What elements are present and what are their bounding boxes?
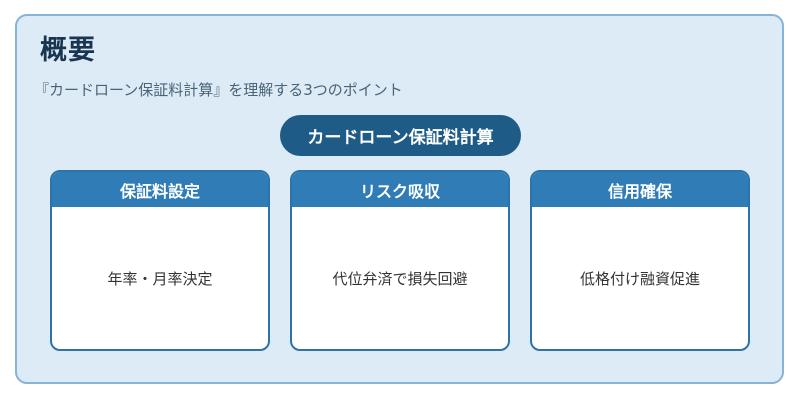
center-topic-pill: カードローン保証料計算 [280,115,521,156]
point-card-credit-assurance: 信用確保 低格付け融資促進 [530,170,750,351]
point-card-fee-setting: 保証料設定 年率・月率決定 [50,170,270,351]
card-body-text: 代位弁済で損失回避 [332,269,468,288]
card-heading: リスク吸収 [292,172,508,207]
card-heading: 信用確保 [532,172,748,207]
page-subtitle: 『カードローン保証料計算』を理解する3つのポイント [34,81,403,99]
point-card-risk-absorption: リスク吸収 代位弁済で損失回避 [290,170,510,351]
card-body-text: 低格付け融資促進 [579,269,700,288]
page-title: 概要 [40,35,96,66]
card-heading: 保証料設定 [52,172,268,207]
card-body-text: 年率・月率決定 [107,269,213,288]
